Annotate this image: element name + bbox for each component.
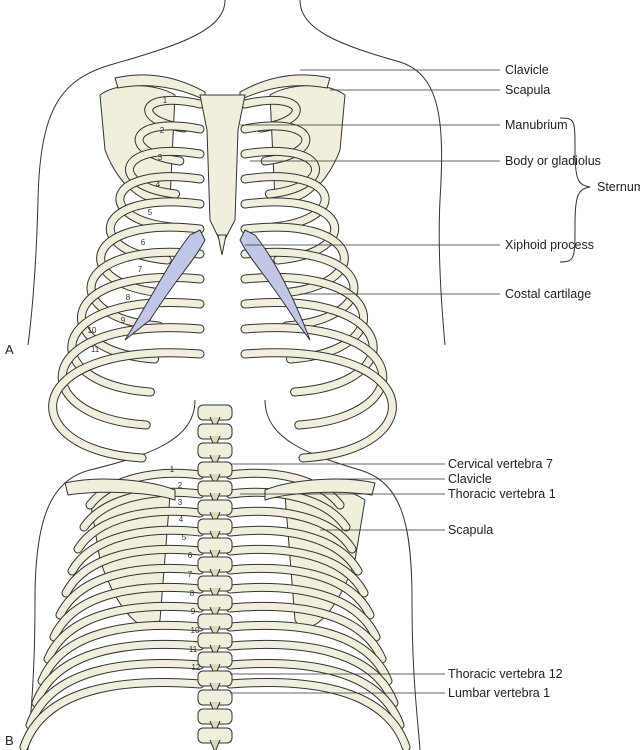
panel-b-letter: B [5, 733, 14, 748]
rib-right [241, 274, 367, 363]
posterior-rib [226, 564, 374, 619]
rib-number-a: 4 [156, 180, 161, 189]
label-b-5: Lumbar vertebra 1 [448, 686, 550, 700]
posterior-rib [74, 507, 204, 553]
rib-left [126, 147, 204, 198]
panel-a-letter: A [5, 342, 14, 357]
clavicle-left-posterior [64, 478, 176, 501]
spinous-process [209, 739, 221, 750]
rib-left [78, 274, 204, 363]
posterior-view [27, 399, 421, 750]
rib-number-b: 5 [182, 533, 187, 542]
label-a-4: Xiphoid process [505, 238, 594, 252]
sternum-label: Sternum [597, 180, 640, 194]
label-a-2: Manubrium [505, 118, 568, 132]
rib-number-b: 4 [179, 515, 184, 524]
rib-left [97, 223, 204, 297]
rib-left [87, 248, 204, 330]
posterior-rib [56, 564, 204, 619]
rib-right [241, 147, 319, 198]
rib-left [135, 122, 204, 165]
rib-number-a: 9 [121, 316, 126, 325]
posterior-rib [86, 469, 204, 509]
rib-left [58, 324, 204, 429]
body-outline-a [27, 0, 226, 346]
rib-number-b: 6 [188, 551, 193, 560]
rib-number-a: 5 [148, 208, 153, 217]
rib-number-a: 1 [163, 96, 168, 105]
label-b-3: Scapula [448, 523, 493, 537]
rib-number-a: 10 [88, 326, 97, 335]
rib-number-b: 11 [189, 645, 198, 654]
posterior-rib [226, 621, 392, 685]
posterior-rib [226, 469, 344, 509]
rib-number-b: 7 [188, 570, 193, 579]
posterior-rib [26, 660, 204, 729]
label-a-1: Scapula [505, 83, 550, 97]
rib-number-a: 2 [160, 126, 165, 135]
posterior-rib [62, 545, 204, 597]
label-b-2: Thoracic vertebra 1 [448, 487, 556, 501]
posterior-rib [226, 526, 362, 575]
posterior-rib [226, 488, 350, 531]
posterior-rib [226, 507, 356, 553]
posterior-rib [226, 583, 380, 641]
posterior-rib [50, 583, 204, 641]
rib-left [49, 349, 204, 462]
rib-number-b: 12 [192, 663, 201, 672]
rib-number-b: 9 [191, 607, 196, 616]
rib-number-b: 3 [178, 498, 183, 507]
rib-number-a: 6 [141, 238, 146, 247]
rib-right [241, 223, 348, 297]
posterior-rib [32, 641, 204, 707]
rib-left [68, 299, 204, 396]
label-a-3: Body or gladiolus [505, 154, 601, 168]
posterior-rib [226, 660, 404, 729]
label-a-0: Clavicle [505, 63, 549, 77]
rib-left [116, 173, 204, 231]
rib-number-b: 1 [170, 465, 175, 474]
sternum [199, 94, 246, 247]
posterior-rib [38, 621, 204, 685]
posterior-rib [226, 679, 410, 750]
posterior-rib [226, 602, 386, 663]
rib-number-a: 11 [91, 345, 100, 354]
posterior-rib [44, 602, 204, 663]
costal-cartilage-left [124, 229, 206, 341]
rib-right [241, 248, 358, 330]
rib-number-a: 8 [126, 293, 131, 302]
posterior-rib [80, 488, 204, 531]
posterior-rib [68, 526, 204, 575]
posterior-rib [20, 679, 204, 750]
label-b-0: Cervical vertebra 7 [448, 457, 553, 471]
rib-right [241, 349, 396, 462]
costal-cartilage-right [239, 229, 311, 341]
sternum-brace [559, 117, 591, 263]
label-a-5: Costal cartilage [505, 287, 591, 301]
rib-number-b: 10 [191, 626, 200, 635]
rib-number-a: 7 [138, 265, 143, 274]
rib-number-b: 8 [190, 589, 195, 598]
posterior-rib [226, 545, 368, 597]
label-b-1: Clavicle [448, 472, 492, 486]
posterior-rib [226, 641, 398, 707]
rib-number-b: 2 [178, 481, 183, 490]
rib-right [241, 173, 329, 231]
xiphoid-process [217, 234, 227, 256]
anterior-view [27, 0, 446, 346]
rib-right [241, 299, 377, 396]
rib-number-a: 3 [158, 153, 163, 162]
label-b-4: Thoracic vertebra 12 [448, 667, 563, 681]
rib-right [241, 122, 310, 165]
